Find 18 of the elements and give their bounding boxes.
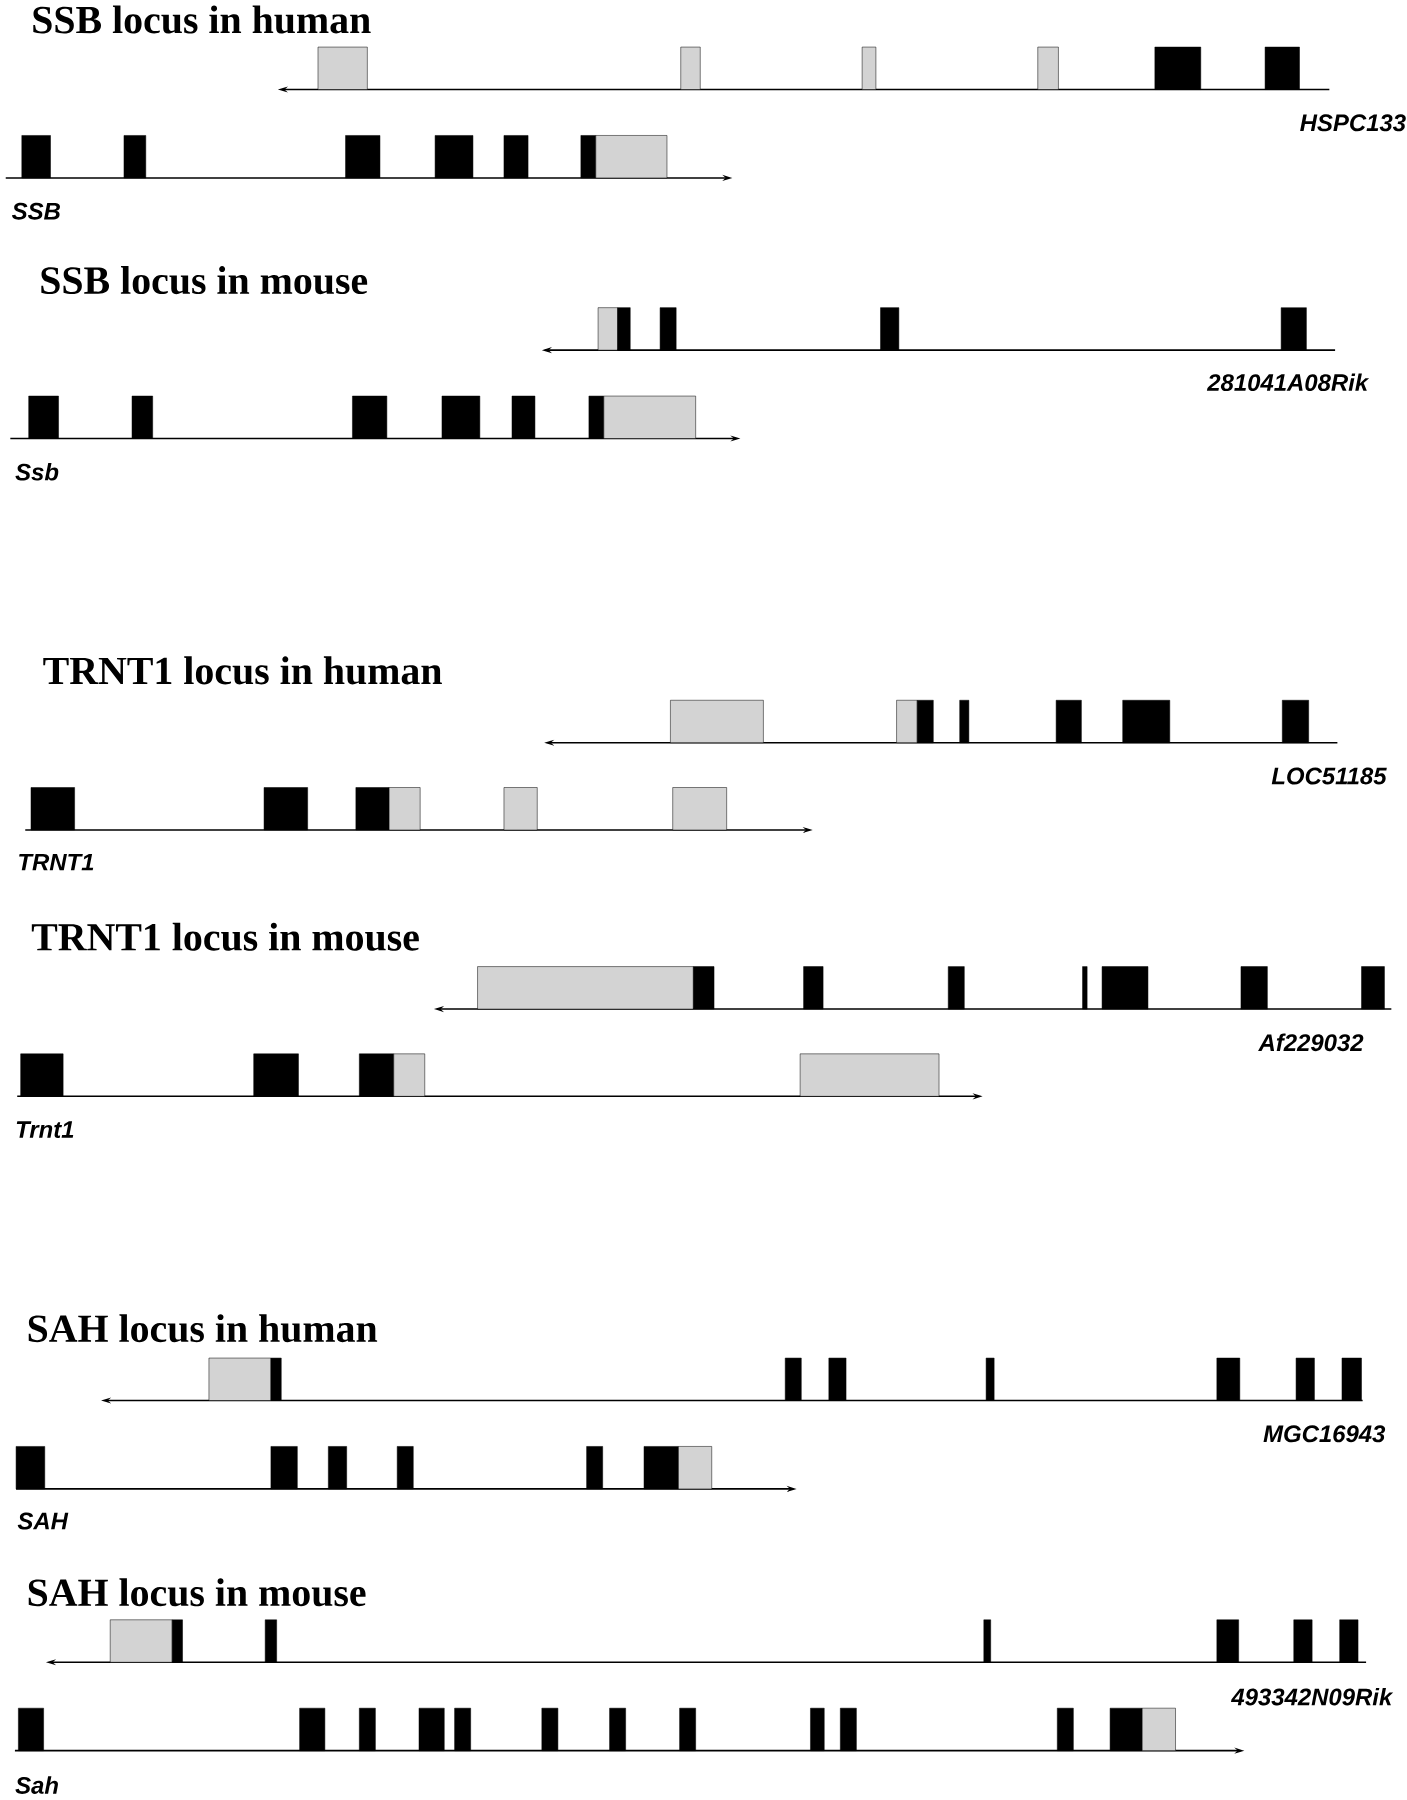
gene-label: Sah [15, 1776, 58, 1794]
section-title: TRNT1 locus in human [43, 656, 442, 685]
section-title: SAH locus in human [28, 1314, 377, 1343]
gene-label: MGC16943 [1263, 1425, 1385, 1443]
gene-label: SSB [11, 202, 60, 220]
gene-label: HSPC133 [1299, 114, 1406, 132]
section-title: SSB locus in human [33, 5, 371, 34]
section-title: SSB locus in mouse [41, 266, 367, 295]
gene-label: Af229032 [1257, 1033, 1364, 1052]
section-title: SAH locus in mouse [28, 1578, 366, 1607]
gene-label: LOC51185 [1271, 767, 1387, 785]
gene-label: SAH [17, 1512, 69, 1530]
gene-label: 493342N09Rik [1230, 1687, 1394, 1706]
gene-label: Ssb [15, 463, 59, 481]
gene-label: 281041A08Rik [1206, 373, 1369, 392]
gene-label: TRNT1 [18, 853, 93, 871]
gene-label: Trnt1 [16, 1121, 73, 1138]
section-title: TRNT1 locus in mouse [31, 922, 419, 951]
